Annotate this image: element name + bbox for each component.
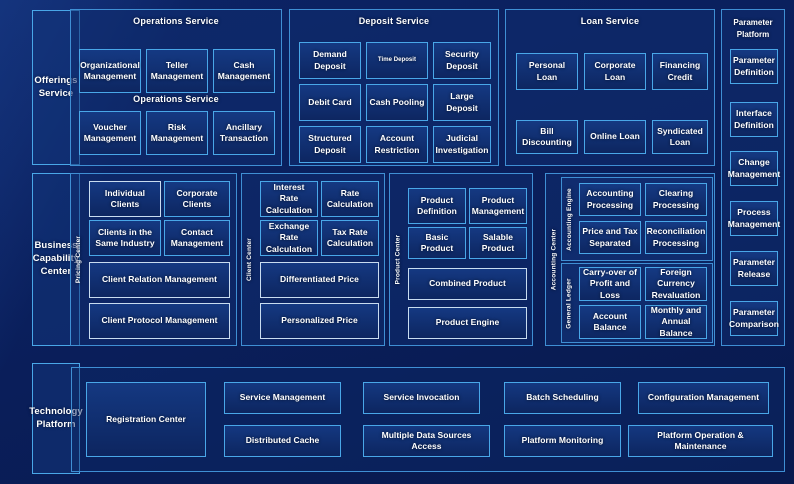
card-platform-operation-and-maintenance[interactable]: Platform Operation & Maintenance <box>628 425 773 457</box>
card-differentiated-price[interactable]: Differentiated Price <box>260 262 379 298</box>
vertical-label-product-center: Product Center <box>394 234 402 285</box>
card-process-management[interactable]: Process Management <box>728 201 780 236</box>
card-configuration-management[interactable]: Configuration Management <box>638 382 769 414</box>
group-loan-service[interactable]: Loan Service Personal Loan Corporate Loa… <box>505 9 715 166</box>
card-registration-center[interactable]: Registration Center <box>86 382 206 457</box>
card-platform-monitoring[interactable]: Platform Monitoring <box>504 425 621 457</box>
band-label-text: Business Capability Center <box>32 240 80 277</box>
card-personal-loan[interactable]: Personal Loan <box>516 53 578 90</box>
card-exchange-rate-calculation[interactable]: Exchange Rate Calculation <box>260 220 318 256</box>
vertical-label-accounting-center: Accounting Center <box>550 228 558 291</box>
card-parameter-release[interactable]: Parameter Release <box>730 251 778 286</box>
card-rate-calculation[interactable]: Rate Calculation <box>321 181 379 217</box>
card-basic-product[interactable]: Basic Product <box>408 227 466 259</box>
card-clearing-processing[interactable]: Clearing Processing <box>645 183 707 216</box>
card-debit-card[interactable]: Debit Card <box>299 84 361 121</box>
card-individual-clients[interactable]: Individual Clients <box>89 181 161 217</box>
band-label-text: Technology Platform <box>29 405 83 430</box>
card-reconciliation-processing[interactable]: Reconciliation Processing <box>645 221 707 254</box>
group-operations-service[interactable]: Operations Service Operations Service Or… <box>70 9 282 166</box>
group-title-parameter-platform: Parameter Platform <box>733 18 773 39</box>
vertical-label-client-center: Client Center <box>246 237 254 282</box>
card-teller-management[interactable]: Teller Management <box>146 49 208 93</box>
card-client-protocol-management[interactable]: Client Protocol Management <box>89 303 230 339</box>
card-combined-product[interactable]: Combined Product <box>408 268 527 300</box>
card-corporate-loan[interactable]: Corporate Loan <box>584 53 646 90</box>
card-cash-management[interactable]: Cash Management <box>213 49 275 93</box>
card-foreign-currency-revaluation[interactable]: Foreign Currency Revaluation <box>645 267 707 301</box>
card-interest-rate-calculation[interactable]: Interest Rate Calculation <box>260 181 318 217</box>
card-carry-over-of-profit-and-loss[interactable]: Carry-over of Profit and Loss <box>579 267 641 301</box>
card-client-relation-management[interactable]: Client Relation Management <box>89 262 230 298</box>
card-large-deposit[interactable]: Large Deposit <box>433 84 491 121</box>
card-corporate-clients[interactable]: Corporate Clients <box>164 181 230 217</box>
card-service-management[interactable]: Service Management <box>224 382 341 414</box>
card-structured-deposit[interactable]: Structured Deposit <box>299 126 361 163</box>
card-syndicated-loan[interactable]: Syndicated Loan <box>652 120 708 154</box>
card-parameter-comparison[interactable]: Parameter Comparison <box>729 301 779 336</box>
card-product-engine[interactable]: Product Engine <box>408 307 527 339</box>
group-parameter-platform[interactable]: Parameter Platform Parameter Definition … <box>721 9 785 346</box>
card-tax-rate-calculation[interactable]: Tax Rate Calculation <box>321 220 379 256</box>
group-title-deposit-service: Deposit Service <box>358 16 430 26</box>
card-interface-definition[interactable]: Interface Definition <box>730 102 778 137</box>
vertical-label-accounting-engine: Accounting Engine <box>565 187 573 251</box>
card-online-loan[interactable]: Online Loan <box>584 120 646 154</box>
card-price-and-tax-separated[interactable]: Price and Tax Separated <box>579 221 641 254</box>
card-contact-management[interactable]: Contact Management <box>164 220 230 256</box>
card-product-definition[interactable]: Product Definition <box>408 188 466 224</box>
group-title-operations-service-duplicate: Operations Service <box>133 94 219 104</box>
group-title-operations-service: Operations Service <box>133 16 219 26</box>
card-judicial-investigation[interactable]: Judicial Investigation <box>433 126 491 163</box>
card-parameter-definition[interactable]: Parameter Definition <box>730 49 778 84</box>
group-accounting-center[interactable]: Accounting Center Accounting Engine Acco… <box>545 173 715 346</box>
vertical-label-general-ledger: General Ledger <box>565 277 573 329</box>
card-accounting-processing[interactable]: Accounting Processing <box>579 183 641 216</box>
subgroup-accounting-engine[interactable]: Accounting Engine Accounting Processing … <box>561 177 713 261</box>
subgroup-general-ledger[interactable]: General Ledger Carry-over of Profit and … <box>561 263 713 343</box>
card-demand-deposit[interactable]: Demand Deposit <box>299 42 361 79</box>
band-label-text: Offerings Service <box>34 74 78 99</box>
card-time-deposit[interactable]: Time Deposit <box>366 42 428 79</box>
card-monthly-and-annual-balance[interactable]: Monthly and Annual Balance <box>645 305 707 339</box>
card-change-management[interactable]: Change Management <box>728 151 780 186</box>
card-account-restriction[interactable]: Account Restriction <box>366 126 428 163</box>
group-product-center[interactable]: Product Center Product Definition Produc… <box>389 173 533 346</box>
card-account-balance[interactable]: Account Balance <box>579 305 641 339</box>
band-label-technology-platform[interactable]: Technology Platform <box>29 363 83 474</box>
card-multiple-data-sources-access[interactable]: Multiple Data Sources Access <box>363 425 490 457</box>
group-deposit-service[interactable]: Deposit Service Demand Deposit Time Depo… <box>289 9 499 166</box>
group-client-center[interactable]: Client Center Interest Rate Calculation … <box>241 173 385 346</box>
card-security-deposit[interactable]: Security Deposit <box>433 42 491 79</box>
card-personalized-price[interactable]: Personalized Price <box>260 303 379 339</box>
card-service-invocation[interactable]: Service Invocation <box>363 382 480 414</box>
group-pricing-center[interactable]: Pricing Center Individual Clients Corpor… <box>70 173 237 346</box>
card-organizational-management[interactable]: Organizational Management <box>79 49 141 93</box>
card-risk-management[interactable]: Risk Management <box>146 111 208 155</box>
card-batch-scheduling[interactable]: Batch Scheduling <box>504 382 621 414</box>
card-distributed-cache[interactable]: Distributed Cache <box>224 425 341 457</box>
card-salable-product[interactable]: Salable Product <box>469 227 527 259</box>
row-technology-platform[interactable]: Registration Center Service Management D… <box>71 367 785 472</box>
group-title-loan-service: Loan Service <box>580 16 640 26</box>
card-clients-in-the-same-industry[interactable]: Clients in the Same Industry <box>89 220 161 256</box>
card-product-management[interactable]: Product Management <box>469 188 527 224</box>
card-financing-credit[interactable]: Financing Credit <box>652 53 708 90</box>
card-cash-pooling[interactable]: Cash Pooling <box>366 84 428 121</box>
card-voucher-management[interactable]: Voucher Management <box>79 111 141 155</box>
card-ancillary-transaction[interactable]: Ancillary Transaction <box>213 111 275 155</box>
vertical-label-pricing-center: Pricing Center <box>75 235 83 284</box>
card-bill-discounting[interactable]: Bill Discounting <box>516 120 578 154</box>
